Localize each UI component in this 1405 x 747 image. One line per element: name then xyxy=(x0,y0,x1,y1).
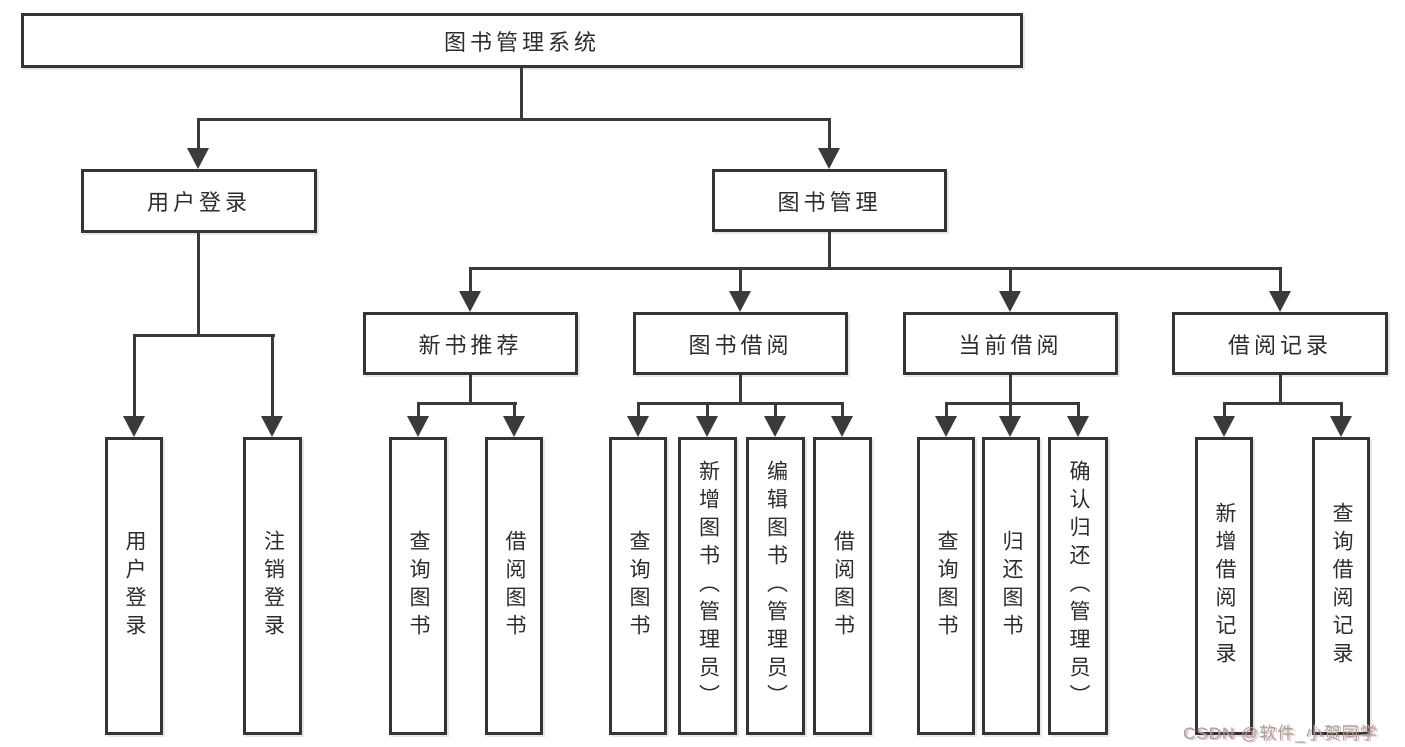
node-label: 借阅图书 xyxy=(831,530,855,642)
node-label: 用户登录 xyxy=(146,190,251,215)
connector-vline xyxy=(1340,402,1343,418)
node-new-book-recommend: 新书推荐 xyxy=(363,312,578,375)
arrow-down-icon xyxy=(831,416,853,437)
node-label: 确认归还（管理员） xyxy=(1067,460,1090,712)
leaf-query-book-borrow: 查询图书 xyxy=(609,437,667,735)
node-label: 图书管理系统 xyxy=(443,29,600,55)
node-label: 编辑图书（管理员） xyxy=(764,460,788,712)
leaf-return-book: 归还图书 xyxy=(982,437,1040,735)
connector-vline xyxy=(1009,375,1012,405)
connector-vline xyxy=(520,68,523,120)
connector-hline xyxy=(1223,402,1342,405)
arrow-down-icon xyxy=(999,291,1021,312)
arrow-down-icon xyxy=(764,416,786,437)
node-label: 查询图书 xyxy=(935,530,958,642)
leaf-confirm-return-admin: 确认归还（管理员） xyxy=(1048,437,1108,735)
arrow-down-icon xyxy=(187,148,209,169)
connector-vline xyxy=(197,233,200,337)
leaf-add-book-admin: 新增图书（管理员） xyxy=(678,437,737,735)
node-label: 图书借阅 xyxy=(688,332,793,358)
leaf-logout: 注销登录 xyxy=(243,437,302,735)
connector-vline xyxy=(1077,402,1080,418)
node-label: 注销登录 xyxy=(261,530,285,642)
arrow-down-icon xyxy=(1213,416,1235,437)
leaf-user-login: 用户登录 xyxy=(105,437,163,735)
connector-vline xyxy=(828,118,831,152)
connector-vline xyxy=(841,402,844,418)
node-label: 归还图书 xyxy=(1000,530,1023,642)
connector-hline xyxy=(197,118,831,121)
csdn-watermark: CSDN @软件_小贺同学 xyxy=(1183,724,1378,743)
node-current-borrow: 当前借阅 xyxy=(903,312,1118,375)
node-label: 当前借阅 xyxy=(958,332,1063,358)
leaf-borrow-book-newrec: 借阅图书 xyxy=(485,437,543,735)
arrow-down-icon xyxy=(696,416,718,437)
node-library-system: 图书管理系统 xyxy=(21,13,1023,68)
arrow-down-icon xyxy=(935,416,957,437)
connector-vline xyxy=(513,402,516,418)
connector-hline xyxy=(945,402,1080,405)
leaf-add-borrow-record: 新增借阅记录 xyxy=(1195,437,1253,735)
connector-vline xyxy=(945,402,948,418)
connector-vline xyxy=(739,375,742,405)
leaf-edit-book-admin: 编辑图书（管理员） xyxy=(746,437,805,735)
leaf-query-borrow-record: 查询借阅记录 xyxy=(1312,437,1370,735)
connector-hline xyxy=(417,402,517,405)
arrow-down-icon xyxy=(818,148,840,169)
node-label: 查询图书 xyxy=(627,530,650,642)
connector-vline xyxy=(637,402,640,418)
node-label: 新增借阅记录 xyxy=(1213,502,1236,670)
arrow-down-icon xyxy=(503,416,525,437)
node-label: 查询借阅记录 xyxy=(1330,502,1353,670)
node-borrow-records: 借阅记录 xyxy=(1172,312,1388,375)
node-label: 借阅记录 xyxy=(1227,332,1332,358)
connector-vline xyxy=(774,402,777,418)
connector-hline xyxy=(133,334,275,337)
node-book-management: 图书管理 xyxy=(712,169,947,232)
connector-vline xyxy=(1279,267,1282,294)
node-user-login: 用户登录 xyxy=(81,169,317,233)
connector-vline xyxy=(1223,402,1226,418)
arrow-down-icon xyxy=(627,416,649,437)
node-label: 用户登录 xyxy=(123,530,146,642)
connector-vline xyxy=(133,334,136,418)
connector-vline xyxy=(417,402,420,418)
connector-vline xyxy=(1009,402,1012,418)
leaf-borrow-book: 借阅图书 xyxy=(813,437,872,735)
arrow-down-icon xyxy=(123,416,145,437)
arrow-down-icon xyxy=(729,291,751,312)
arrow-down-icon xyxy=(1067,416,1089,437)
arrow-down-icon xyxy=(1269,291,1291,312)
connector-vline xyxy=(1279,375,1282,405)
arrow-down-icon xyxy=(459,291,481,312)
node-label: 查询图书 xyxy=(407,530,430,642)
connector-vline xyxy=(739,267,742,294)
connector-vline xyxy=(828,232,831,270)
connector-hline xyxy=(469,267,1282,270)
connector-vline xyxy=(706,402,709,418)
connector-hline xyxy=(637,402,844,405)
arrow-down-icon xyxy=(1330,416,1352,437)
node-label: 新书推荐 xyxy=(418,332,523,358)
connector-vline xyxy=(1009,267,1012,294)
leaf-query-book-newrec: 查询图书 xyxy=(389,437,447,735)
node-label: 借阅图书 xyxy=(503,530,526,642)
connector-vline xyxy=(271,334,274,418)
arrow-down-icon xyxy=(999,416,1021,437)
connector-vline xyxy=(197,118,200,152)
connector-vline xyxy=(469,375,472,405)
leaf-query-book-current: 查询图书 xyxy=(917,437,975,735)
connector-vline xyxy=(469,267,472,294)
arrow-down-icon xyxy=(261,416,283,437)
arrow-down-icon xyxy=(407,416,429,437)
node-book-borrow: 图书借阅 xyxy=(633,312,848,375)
node-label: 图书管理 xyxy=(777,189,882,215)
node-label: 新增图书（管理员） xyxy=(696,460,720,712)
